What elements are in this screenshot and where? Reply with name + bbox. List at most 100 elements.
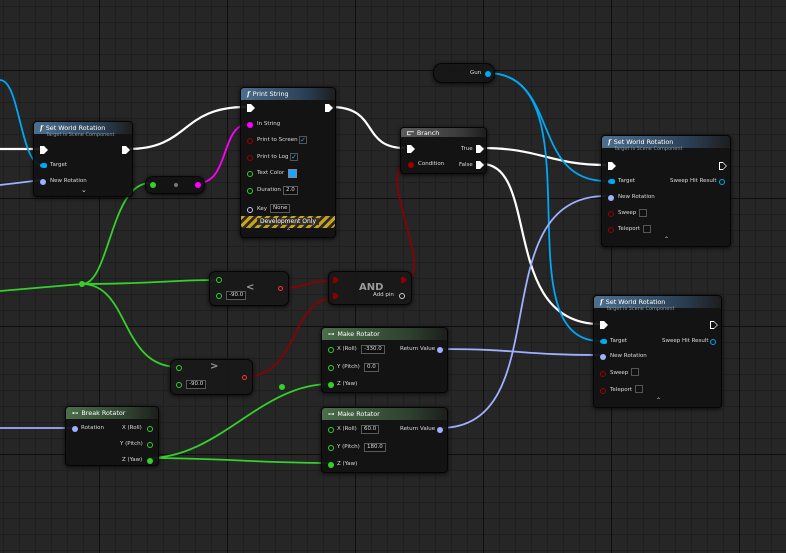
- print-to-log-pin[interactable]: [247, 155, 253, 161]
- x-roll-out-pin[interactable]: [147, 426, 153, 432]
- break-rotator-node[interactable]: ⊷Break Rotator Rotation X (Roll) Y (Pitc…: [65, 406, 159, 466]
- float-in-pin[interactable]: [150, 182, 156, 188]
- exec-in-pin[interactable]: [40, 146, 48, 154]
- pin-label-z-yaw: Z (Yaw): [122, 457, 143, 463]
- bool-wire: [396, 162, 415, 281]
- new-rotation-pin[interactable]: [608, 195, 614, 201]
- less-than-node[interactable]: < -90.0: [209, 271, 289, 306]
- rotation-in-pin[interactable]: [72, 426, 78, 432]
- true-exec-out-pin[interactable]: [476, 145, 484, 153]
- z-yaw-out-pin[interactable]: [147, 458, 153, 464]
- pin-label-false: False: [459, 162, 473, 168]
- teleport-pin[interactable]: [608, 227, 614, 233]
- exec-out-pin[interactable]: [122, 146, 130, 154]
- exec-wire: [481, 162, 601, 326]
- collapse-chevron-icon[interactable]: ⌃: [664, 236, 670, 243]
- sweep-checkbox[interactable]: [631, 368, 639, 376]
- exec-out-pin[interactable]: [719, 162, 727, 170]
- bool-b-pin[interactable]: [333, 293, 339, 299]
- less-than-value-field[interactable]: -90.0: [226, 291, 247, 300]
- exec-in-pin[interactable]: [407, 145, 415, 153]
- and-boolean-node[interactable]: AND Add pin: [328, 271, 412, 305]
- sweep-hit-result-pin[interactable]: [710, 339, 716, 345]
- greater-than-node[interactable]: > -90.0: [170, 359, 253, 395]
- in-string-pin[interactable]: [247, 122, 253, 128]
- float-a-pin[interactable]: [176, 365, 182, 371]
- x-roll-field[interactable]: -330.0: [361, 345, 385, 354]
- new-rotation-pin[interactable]: [40, 179, 46, 185]
- pin-label-z-yaw: Z (Yaw): [337, 461, 358, 467]
- x-roll-field[interactable]: 60.0: [361, 425, 380, 434]
- float-a-pin[interactable]: [216, 277, 222, 283]
- add-pin-icon[interactable]: [399, 293, 405, 299]
- node-header: ⫍Branch: [401, 128, 486, 137]
- key-pin[interactable]: [247, 207, 253, 213]
- gun-out-pin[interactable]: [485, 71, 491, 77]
- new-rotation-pin[interactable]: [600, 354, 606, 360]
- y-pitch-pin[interactable]: [328, 365, 334, 371]
- greater-than-value-field[interactable]: -90.0: [186, 380, 207, 389]
- return-value-pin[interactable]: [437, 347, 443, 353]
- exec-in-pin[interactable]: [608, 162, 616, 170]
- print-to-log-checkbox[interactable]: ✓: [290, 153, 298, 161]
- node-title: Branch: [416, 129, 440, 137]
- node-header: ⊷Break Rotator: [66, 407, 158, 419]
- text-color-swatch[interactable]: [288, 169, 297, 178]
- sweep-pin[interactable]: [600, 371, 606, 377]
- target-pin[interactable]: [600, 339, 607, 344]
- exec-out-pin[interactable]: [325, 104, 333, 112]
- bool-out-pin[interactable]: [401, 277, 407, 283]
- print-to-screen-checkbox[interactable]: ✓: [299, 136, 307, 144]
- y-pitch-field[interactable]: 180.0: [364, 443, 386, 452]
- return-value-pin[interactable]: [437, 427, 443, 433]
- teleport-checkbox[interactable]: [635, 385, 643, 393]
- string-out-pin[interactable]: [195, 182, 201, 188]
- duration-field[interactable]: 2.0: [283, 186, 298, 195]
- sweep-pin[interactable]: [608, 211, 614, 217]
- sweep-checkbox[interactable]: [639, 209, 647, 217]
- collapse-chevron-icon[interactable]: ⌃: [286, 228, 292, 235]
- make-rotator-node-1[interactable]: ⊶Make Rotator X (Roll) -330.0 Return Val…: [321, 327, 448, 393]
- y-pitch-pin[interactable]: [328, 445, 334, 451]
- teleport-pin[interactable]: [600, 388, 606, 394]
- target-pin[interactable]: [40, 163, 47, 168]
- duration-pin[interactable]: [247, 188, 253, 194]
- gun-variable-node[interactable]: Gun: [433, 63, 495, 83]
- teleport-checkbox[interactable]: [643, 225, 651, 233]
- exec-in-pin[interactable]: [600, 321, 608, 329]
- make-rotator-node-2[interactable]: ⊶Make Rotator X (Roll) 60.0 Return Value…: [321, 407, 448, 473]
- false-exec-out-pin[interactable]: [476, 161, 484, 169]
- add-pin-label[interactable]: Add pin: [373, 292, 394, 298]
- float-b-pin[interactable]: [176, 382, 182, 388]
- target-pin[interactable]: [608, 179, 615, 184]
- z-yaw-pin[interactable]: [328, 462, 334, 468]
- y-pitch-field[interactable]: 0.0: [364, 363, 379, 372]
- branch-node[interactable]: ⫍Branch True Condition False: [400, 127, 487, 174]
- sweep-hit-result-pin[interactable]: [719, 179, 725, 185]
- exec-in-pin[interactable]: [247, 104, 255, 112]
- bool-out-pin[interactable]: [242, 375, 247, 380]
- print-to-screen-pin[interactable]: [247, 138, 253, 144]
- text-color-pin[interactable]: [247, 171, 253, 177]
- pin-label-sweep-hit-result: Sweep Hit Result: [670, 178, 717, 184]
- reroute-to-string-node[interactable]: [145, 176, 205, 194]
- bool-out-pin[interactable]: [278, 286, 283, 291]
- reroute-knot[interactable]: [279, 384, 285, 390]
- z-yaw-pin[interactable]: [328, 382, 334, 388]
- exec-out-pin[interactable]: [710, 321, 718, 329]
- pin-label-sweep-hit-result: Sweep Hit Result: [662, 338, 709, 344]
- collapse-chevron-icon[interactable]: ⌃: [656, 397, 662, 404]
- reroute-knot[interactable]: [79, 281, 85, 287]
- float-b-pin[interactable]: [216, 293, 222, 299]
- condition-pin[interactable]: [408, 162, 414, 168]
- key-field[interactable]: None: [270, 204, 291, 213]
- y-pitch-out-pin[interactable]: [147, 442, 153, 448]
- expand-chevron-icon[interactable]: ⌄: [81, 186, 87, 194]
- x-roll-pin[interactable]: [328, 347, 334, 353]
- x-roll-pin[interactable]: [328, 427, 334, 433]
- bool-a-pin[interactable]: [333, 277, 339, 283]
